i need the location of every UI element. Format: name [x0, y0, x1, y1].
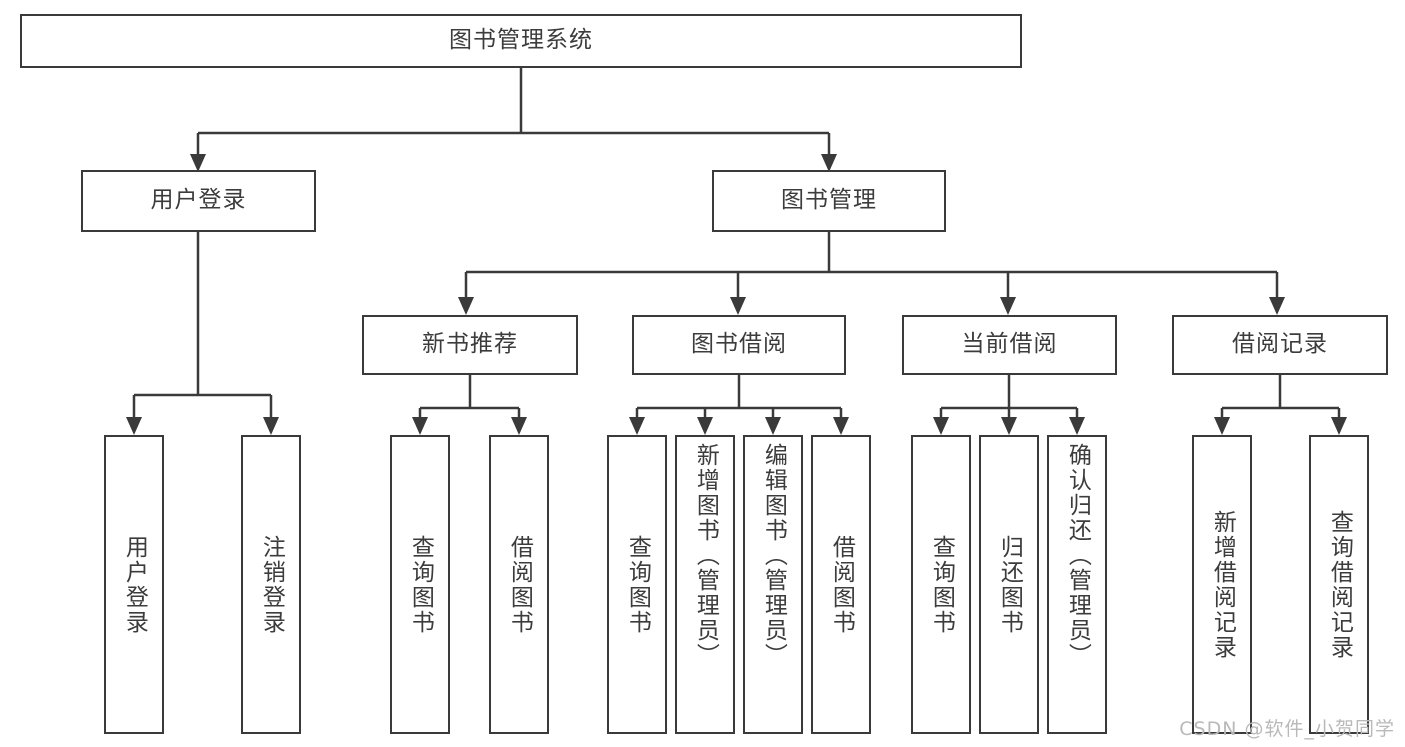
arrow-nbr-l1: [412, 417, 428, 435]
leaf-add-borrow-record-label: 新增借阅记录: [1209, 509, 1236, 660]
node-book-management-label: 图书管理: [781, 187, 877, 214]
leaf-return-book[interactable]: 归还图书: [979, 435, 1039, 734]
leaf-confirm-return[interactable]: 确认归还（管理员）: [1047, 435, 1107, 734]
node-new-book-recommend[interactable]: 新书推荐: [362, 315, 578, 375]
leaf-query-book-2[interactable]: 查询图书: [607, 435, 667, 734]
arrow-bb-l3: [765, 417, 781, 435]
leaf-logout-login[interactable]: 注销登录: [241, 435, 301, 734]
leaf-borrow-book-1[interactable]: 借阅图书: [489, 435, 549, 734]
leaf-edit-book[interactable]: 编辑图书（管理员）: [743, 435, 803, 734]
leaf-add-borrow-record[interactable]: 新增借阅记录: [1192, 435, 1252, 734]
leaf-edit-book-label: 编辑图书（管理员）: [760, 443, 787, 668]
node-user-login-label: 用户登录: [150, 187, 247, 214]
leaf-return-book-label: 归还图书: [996, 534, 1023, 635]
leaf-borrow-book-1-label: 借阅图书: [506, 534, 533, 635]
leaf-query-borrow-record[interactable]: 查询借阅记录: [1309, 435, 1369, 734]
node-borrow-record-label: 借阅记录: [1232, 331, 1328, 358]
arrow-cb-l2: [1001, 417, 1017, 435]
node-root-label: 图书管理系统: [449, 27, 593, 54]
node-borrow-record[interactable]: 借阅记录: [1172, 315, 1388, 375]
leaf-user-login-label: 用户登录: [121, 534, 148, 635]
arrow-bm-c1: [458, 297, 474, 315]
leaf-query-book-2-label: 查询图书: [624, 534, 651, 635]
leaf-add-book[interactable]: 新增图书（管理员）: [675, 435, 735, 734]
arrow-br-l2: [1331, 417, 1347, 435]
arrow-user-login-leaf1: [126, 417, 142, 435]
node-user-login[interactable]: 用户登录: [81, 170, 316, 232]
node-book-borrow[interactable]: 图书借阅: [632, 315, 846, 375]
arrow-user-login-leaf2: [263, 417, 279, 435]
arrow-bb-l1: [629, 417, 645, 435]
leaf-borrow-book-2-label: 借阅图书: [828, 534, 855, 635]
leaf-query-book-1-label: 查询图书: [407, 534, 434, 635]
arrow-nbr-l2: [511, 417, 527, 435]
arrow-bm-c2: [730, 297, 746, 315]
leaf-query-book-1[interactable]: 查询图书: [390, 435, 450, 734]
leaf-query-book-3-label: 查询图书: [928, 534, 955, 635]
leaf-query-book-3[interactable]: 查询图书: [911, 435, 971, 734]
arrow-bb-l4: [833, 417, 849, 435]
arrow-br-l1: [1214, 417, 1230, 435]
leaf-confirm-return-label: 确认归还（管理员）: [1064, 443, 1091, 668]
leaf-user-login[interactable]: 用户登录: [104, 435, 164, 734]
node-new-book-recommend-label: 新书推荐: [422, 331, 518, 358]
leaf-logout-login-label: 注销登录: [258, 534, 285, 635]
leaf-borrow-book-2[interactable]: 借阅图书: [811, 435, 871, 734]
arrow-cb-l3: [1069, 417, 1085, 435]
node-root[interactable]: 图书管理系统: [20, 14, 1022, 68]
arrow-bm-c3: [1000, 297, 1016, 315]
arrow-cb-l1: [933, 417, 949, 435]
node-book-management[interactable]: 图书管理: [712, 170, 946, 232]
node-current-borrow[interactable]: 当前借阅: [902, 315, 1117, 375]
arrow-bm-c4: [1269, 297, 1285, 315]
node-current-borrow-label: 当前借阅: [961, 331, 1058, 358]
arrow-bb-l2: [697, 417, 713, 435]
node-book-borrow-label: 图书借阅: [691, 331, 787, 358]
leaf-add-book-label: 新增图书（管理员）: [692, 443, 719, 668]
leaf-query-borrow-record-label: 查询借阅记录: [1326, 509, 1353, 660]
